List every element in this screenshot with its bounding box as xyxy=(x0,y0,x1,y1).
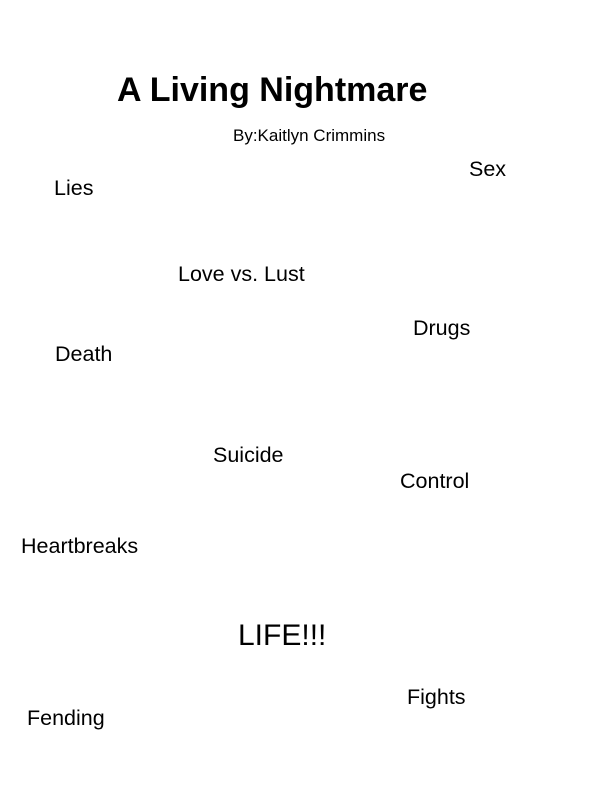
word-suicide: Suicide xyxy=(213,443,284,467)
word-death: Death xyxy=(55,342,113,366)
word-fending: Fending xyxy=(27,706,105,730)
word-sex: Sex xyxy=(469,157,507,181)
word-love-vs-lust: Love vs. Lust xyxy=(178,262,305,286)
document-title: A Living Nightmare xyxy=(117,71,428,109)
word-lies: Lies xyxy=(54,176,94,200)
word-control: Control xyxy=(400,469,470,493)
word-fights: Fights xyxy=(407,685,466,709)
emphasis-life: LIFE!!! xyxy=(238,619,327,652)
word-heartbreaks: Heartbreaks xyxy=(21,534,139,558)
word-drugs: Drugs xyxy=(413,316,471,340)
author-byline: By:Kaitlyn Crimmins xyxy=(233,126,386,145)
